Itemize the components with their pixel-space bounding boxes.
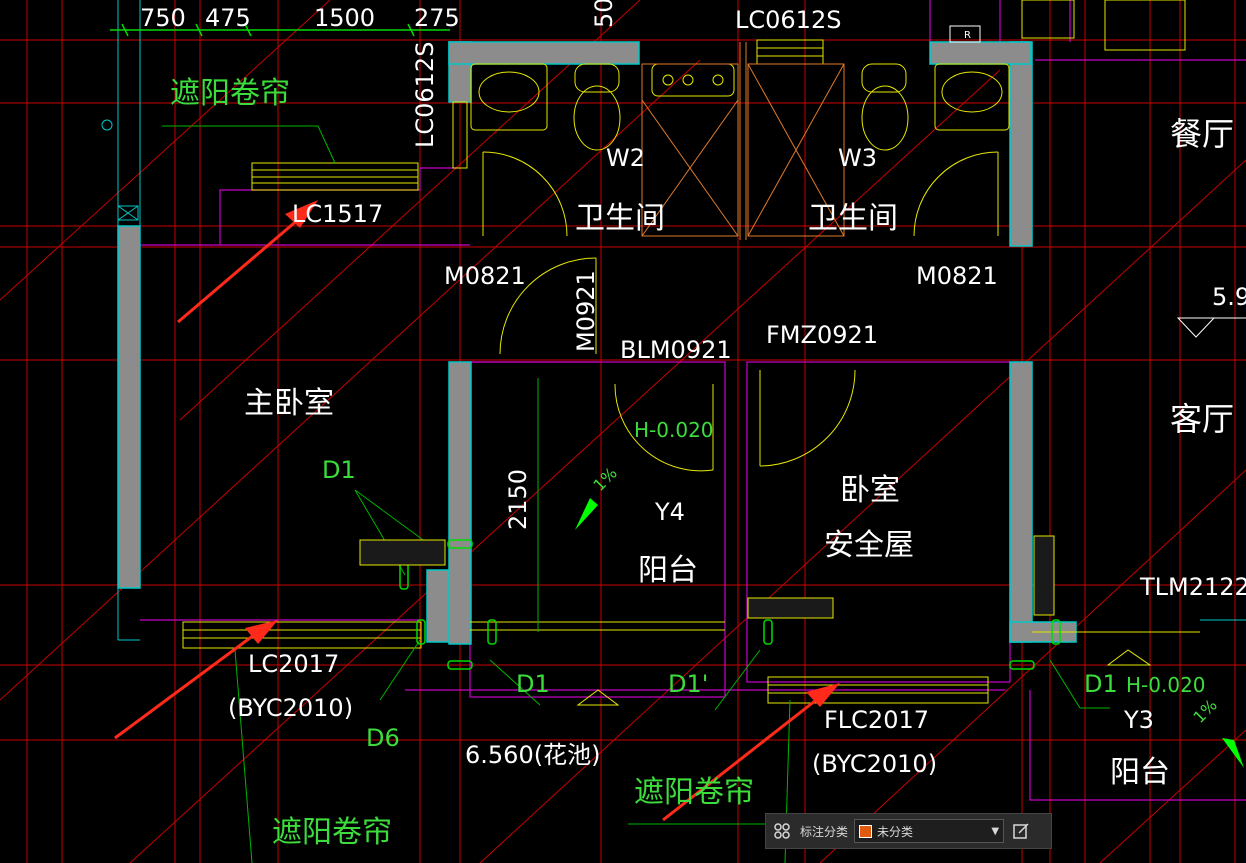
slope-arrows	[575, 498, 1244, 768]
door-label-m0821-left: M0821	[444, 262, 526, 290]
window-label-lc0612-top: LC0612S	[735, 6, 841, 34]
detail-label-d1-c: D1	[1084, 670, 1118, 698]
level-h-1: H-0.020	[634, 418, 714, 442]
slope-label-2: 1%	[1189, 695, 1220, 726]
box-label-r: R	[964, 30, 971, 41]
slab-notes	[359, 535, 1055, 619]
room-label-safe-room: 安全屋	[824, 528, 914, 563]
window-label-lc1517: LC1517	[292, 200, 383, 228]
dim-top-750: 750	[140, 4, 186, 32]
room-label-bathroom-1: 卫生间	[575, 201, 665, 236]
room-label-balcony-1: 阳台	[638, 553, 698, 588]
window-code-byc2010-1: (BYC2010)	[228, 694, 353, 722]
dim-vertical-2150: 2150	[504, 469, 532, 530]
room-label-dining: 餐厅	[1170, 115, 1234, 153]
door-label-blm0921: BLM0921	[620, 336, 732, 364]
category-selected-value: 未分类	[877, 824, 914, 839]
window-label-lc0612-side: LC0612S	[411, 42, 439, 148]
shower-areas	[641, 42, 845, 240]
room-label-bathroom-2: 卫生间	[808, 201, 898, 236]
level-markers	[576, 317, 1246, 706]
misc-symbols	[101, 25, 981, 221]
edit-icon[interactable]	[1004, 814, 1038, 848]
room-label-living: 客厅	[1170, 400, 1234, 438]
detail-label-d1-prime: D1'	[668, 670, 708, 698]
room-code-y4: Y4	[654, 498, 685, 526]
window-code-byc2010-2: (BYC2010)	[812, 750, 937, 778]
note-shade-blind-3: 遮阳卷帘	[634, 775, 754, 810]
window-label-flc2017: FLC2017	[824, 706, 929, 734]
category-color-swatch	[859, 824, 873, 838]
door-label-fmz0921: FMZ0921	[766, 321, 878, 349]
door-label-m0921: M0921	[572, 270, 600, 352]
detail-label-d1-b: D1	[516, 670, 550, 698]
grid-icon[interactable]	[766, 814, 798, 848]
annotation-arrows	[114, 200, 840, 822]
window-label-lc2017: LC2017	[248, 650, 339, 678]
window-label-w3: W3	[838, 144, 877, 172]
door-label-tlm2122: TLM2122	[1139, 573, 1246, 601]
note-shade-blind-2: 遮阳卷帘	[272, 815, 392, 850]
door-label-m0821-right: M0821	[916, 262, 998, 290]
level-label-planter: 6.560(花池)	[465, 741, 600, 769]
level-label-right: 5.9	[1212, 283, 1246, 311]
category-select[interactable]: 未分类 ▼	[854, 819, 1005, 843]
slope-label-1: 1%	[589, 463, 620, 494]
leader-lines	[162, 125, 1110, 863]
dimension-markers	[110, 23, 1061, 670]
dim-top-275: 275	[414, 4, 460, 32]
category-label: 标注分类	[800, 824, 849, 839]
room-label-bedroom: 卧室	[840, 473, 900, 508]
detail-label-d6: D6	[366, 724, 400, 752]
chevron-down-icon: ▼	[991, 825, 1000, 837]
dim-top-1500: 1500	[314, 4, 375, 32]
detail-label-d1-a: D1	[322, 456, 356, 484]
dim-top-475: 475	[205, 4, 251, 32]
annotation-category-toolbar: 标注分类 未分类 ▼	[765, 813, 1052, 849]
room-label-master-bedroom: 主卧室	[244, 386, 334, 421]
room-code-y3: Y3	[1123, 706, 1154, 734]
note-shade-blind-1: 遮阳卷帘	[170, 76, 290, 111]
wall-edges	[117, 0, 1246, 641]
fixtures	[182, 0, 1200, 704]
room-label-balcony-2: 阳台	[1110, 755, 1170, 790]
window-label-w2: W2	[606, 144, 645, 172]
level-h-2: H-0.020	[1126, 673, 1206, 697]
dim-top-500: 500	[590, 0, 618, 28]
